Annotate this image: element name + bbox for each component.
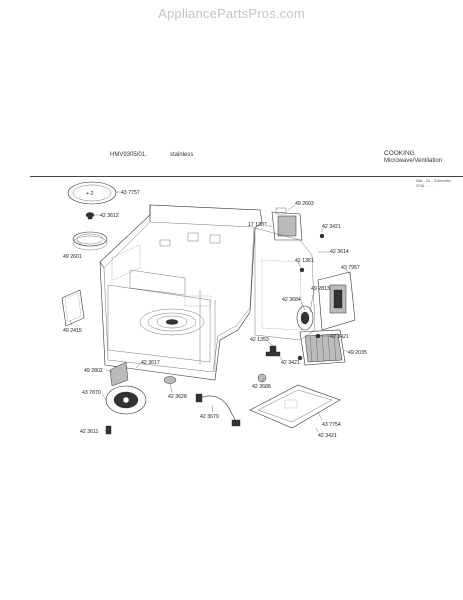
part-label-18: 49 2802 xyxy=(84,368,103,374)
section-title: COOKING xyxy=(384,150,415,157)
part-label-5: 49 2603 xyxy=(295,201,314,207)
roller-ring xyxy=(72,231,108,251)
part-label-7: 42 3421 xyxy=(322,224,341,230)
part-label-6: 17 1387 xyxy=(248,222,267,228)
part-label-8: 42 3614 xyxy=(330,249,349,255)
section-subtitle: Microwave/Ventilation xyxy=(384,158,443,164)
model-number: HMV9305/01, xyxy=(110,152,147,158)
wire-harness xyxy=(195,393,241,427)
schematic-note-2: 3748 . . . . . xyxy=(416,184,434,188)
support-cup xyxy=(163,376,177,384)
part-label-3: 49 2601 xyxy=(63,254,82,260)
part-label-20: 43 7870 xyxy=(82,390,101,396)
bottom-plate xyxy=(249,384,341,429)
transformer xyxy=(271,207,303,241)
part-label-21: 42 3628 xyxy=(168,394,187,400)
part-label-22: 42 3679 xyxy=(200,414,219,420)
schematic-note: Mat. - Nr. - Schematic xyxy=(416,179,451,183)
watermark: AppliancePartsPros.com xyxy=(158,6,305,21)
svg-text:+ 2: + 2 xyxy=(86,191,93,197)
right-panel-housing xyxy=(254,227,316,341)
oven-cavity xyxy=(99,204,263,381)
part-label-13: 42 3421 xyxy=(330,334,349,340)
part-label-12: 42 3684 xyxy=(282,297,301,303)
part-label-10: 43 7957 xyxy=(341,265,360,271)
diode xyxy=(265,345,281,357)
turntable-coupler xyxy=(85,212,95,220)
header-rule xyxy=(30,176,463,177)
part-label-24: 42 3421 xyxy=(318,433,337,439)
part-label-25: 42 3611 xyxy=(80,429,98,435)
small-screws xyxy=(257,233,325,383)
fan-assembly xyxy=(317,271,356,331)
part-label-4: 49 2415 xyxy=(63,328,82,334)
part-label-17: 42 3688 xyxy=(252,384,271,390)
leader-lines xyxy=(69,191,351,433)
finish-label: stainless xyxy=(170,152,194,158)
turntable-tray: + 2 xyxy=(67,181,117,205)
antenna-blade xyxy=(109,361,129,387)
part-label-11: 49 2813 xyxy=(311,286,330,292)
waveguide-cover xyxy=(61,289,85,327)
part-label-19: 42 3617 xyxy=(141,360,160,366)
part-label-14: 49 2035 xyxy=(348,350,367,356)
bottom-screw xyxy=(105,425,112,435)
magnetron xyxy=(296,305,314,331)
part-label-16: 42 3421 xyxy=(281,360,300,366)
stirrer-motor xyxy=(105,385,147,415)
part-label-23: 43 7754 xyxy=(322,422,341,428)
capacitor-block xyxy=(299,329,346,366)
part-label-9: 42 1361 xyxy=(295,258,314,264)
part-label-2: 42 3612 xyxy=(100,213,119,219)
part-label-1: 43 7757 xyxy=(121,190,140,196)
part-label-15: 42 1353 xyxy=(250,337,269,343)
